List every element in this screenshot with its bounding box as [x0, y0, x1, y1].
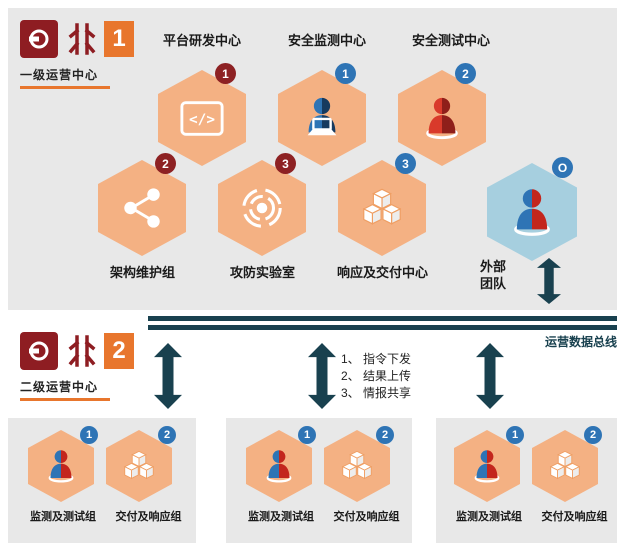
branch-unit-2: 1 2 监测及测试组 交付及响应组 [226, 418, 412, 543]
label-delivery-response-1: 交付及响应组 [115, 511, 182, 523]
badge-delivery-response-3: 2 [584, 426, 602, 444]
badge-monitor-test-3: 1 [506, 426, 524, 444]
level2-number: 2 [104, 333, 134, 369]
bus-notes: 1、 指令下发 2、 结果上传 3、 情报共享 [341, 351, 411, 402]
brand-ring-icon [26, 338, 52, 364]
bus-branch-arrow-1 [154, 343, 182, 409]
branch-unit-3: 1 2 监测及测试组 交付及响应组 [436, 418, 617, 543]
group-label-response: 响应及交付中心 [336, 265, 428, 280]
data-bus-line-top [148, 316, 617, 321]
cubes-icon [339, 448, 375, 484]
bus-note-2: 2、 结果上传 [341, 369, 412, 383]
label-delivery-response-3: 交付及响应组 [541, 511, 608, 523]
code-icon [179, 95, 225, 141]
bus-note-3: 3、 情报共享 [341, 386, 412, 400]
person-dual-icon [261, 448, 297, 484]
badge-security-monitoring: 1 [335, 63, 356, 84]
level1-label: 一级运营中心 [20, 68, 99, 82]
person-red-icon [419, 95, 465, 141]
brand-logo-square [20, 20, 58, 58]
group-label-architecture: 架构维护组 [109, 265, 175, 280]
level2-brand: 2 二级运营中心 [20, 332, 140, 404]
person-dual-icon [43, 448, 79, 484]
bus-note-1: 1、 指令下发 [341, 352, 412, 366]
external-team-label: 外部团队 [480, 259, 507, 291]
external-team-arrow [537, 258, 561, 304]
label-monitor-test-3: 监测及测试组 [456, 511, 522, 523]
branch-unit-1: 1 2 监测及测试组 交付及响应组 [8, 418, 196, 543]
center-label-platform-rd: 平台研发中心 [162, 33, 241, 48]
level2-label: 二级运营中心 [20, 380, 99, 394]
label-monitor-test-1: 监测及测试组 [30, 511, 96, 523]
label-monitor-test-2: 监测及测试组 [248, 511, 314, 523]
cubes-icon [121, 448, 157, 484]
data-bus-line-bottom [148, 325, 617, 330]
badge-response-delivery: 3 [395, 153, 416, 174]
badge-architecture-maintenance: 2 [155, 153, 176, 174]
brand-ring-icon [26, 26, 52, 52]
brand-underline [20, 398, 110, 401]
bus-branch-arrow-3 [476, 343, 504, 409]
person-dual-icon [506, 186, 558, 238]
hexagon-platform-rd [158, 70, 246, 166]
brand-glyph-icon [62, 20, 100, 58]
badge-delivery-response-2: 2 [376, 426, 394, 444]
badge-security-testing: 2 [455, 63, 476, 84]
badge-attack-defense-lab: 3 [275, 153, 296, 174]
cubes-icon [359, 185, 405, 231]
person-dual-icon [469, 448, 505, 484]
badge-monitor-test-2: 1 [298, 426, 316, 444]
person-laptop-icon [299, 95, 345, 141]
brand-logo-square [20, 332, 58, 370]
cubes-icon [547, 448, 583, 484]
data-bus-label: 运营数据总线 [544, 335, 617, 349]
target-icon [239, 185, 285, 231]
bus-branch-arrow-2 [308, 343, 336, 409]
share-icon [119, 185, 165, 231]
center-label-security-testing: 安全测试中心 [411, 33, 490, 48]
badge-external-team: O [552, 157, 573, 178]
level1-number: 1 [104, 21, 134, 57]
group-label-lab: 攻防实验室 [229, 265, 295, 280]
badge-platform-rd: 1 [215, 63, 236, 84]
brand-underline [20, 86, 110, 89]
center-label-security-monitoring: 安全监测中心 [287, 33, 366, 48]
badge-monitor-test-1: 1 [80, 426, 98, 444]
badge-delivery-response-1: 2 [158, 426, 176, 444]
brand-glyph-icon [62, 332, 100, 370]
label-delivery-response-2: 交付及响应组 [333, 511, 400, 523]
level1-brand: 1 一级运营中心 [20, 20, 140, 92]
